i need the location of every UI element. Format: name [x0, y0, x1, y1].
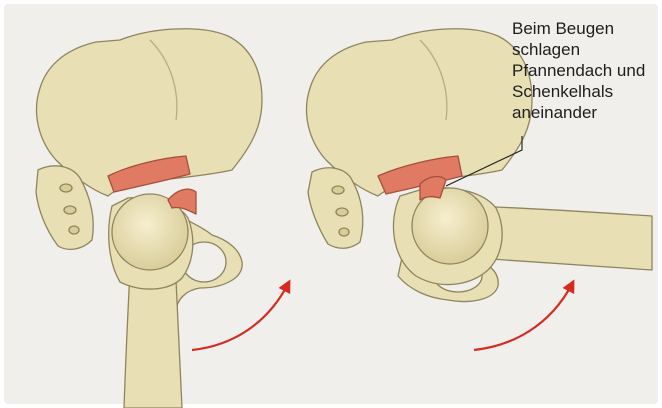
annotation-callout: Beim Beugen schlagen Pfannendach und Sch…: [512, 18, 660, 123]
annotation-line-1: Beim Beugen: [512, 18, 660, 39]
annotation-line-5: aneinander: [512, 102, 660, 123]
hip-extended-figure: [36, 29, 262, 408]
annotation-line-2: schlagen: [512, 39, 660, 60]
femur-shaft-left: [124, 270, 182, 408]
annotation-line-4: Schenkelhals: [512, 81, 660, 102]
femoral-head-right: [412, 188, 488, 264]
annotation-line-3: Pfannendach und: [512, 60, 660, 81]
motion-arrow-left: [192, 284, 288, 350]
